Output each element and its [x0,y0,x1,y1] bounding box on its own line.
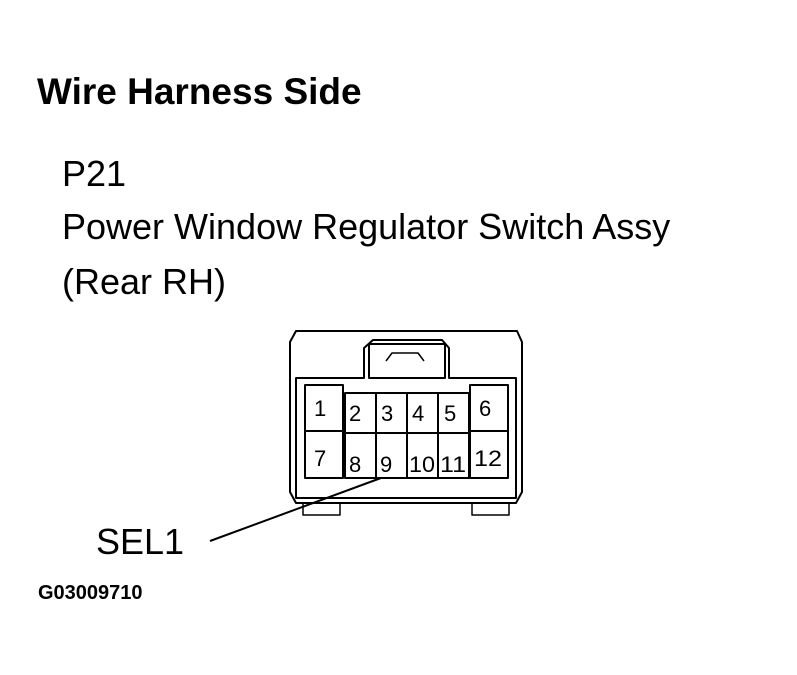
bottom-key-left [302,503,341,516]
connector-name-line2: (Rear RH) [62,261,227,302]
connector-housing [289,330,523,504]
pin-label: 3 [381,401,393,426]
connector-code: P21 [62,153,127,194]
connector-name-line1: Power Window Regulator Switch Assy [62,206,671,247]
pin-label: 10 [409,452,435,477]
pin-label: 11 [440,452,466,477]
lock-latch-detail [385,352,425,362]
diagram-title: Wire Harness Side [37,71,362,112]
pin-labels: 1 2 3 4 5 6 7 8 9 10 11 12 [314,396,502,477]
lock-latch [368,343,446,379]
pin-label: 6 [479,396,491,421]
callout-label: SEL1 [96,521,185,562]
pin-label: 7 [314,446,326,471]
bottom-key-right [471,503,510,516]
pin-label: 12 [474,446,502,471]
callout-leader-line [209,477,382,542]
pin-label: 8 [349,452,361,477]
pin-label: 4 [412,401,424,426]
pin-label: 2 [349,401,361,426]
pin-label: 5 [444,401,456,426]
pin-label: 1 [314,396,326,421]
cavity-7 [304,430,344,479]
pin-label: 9 [380,452,392,477]
figure-id: G03009710 [38,582,143,604]
connector-inner-frame [295,339,517,499]
